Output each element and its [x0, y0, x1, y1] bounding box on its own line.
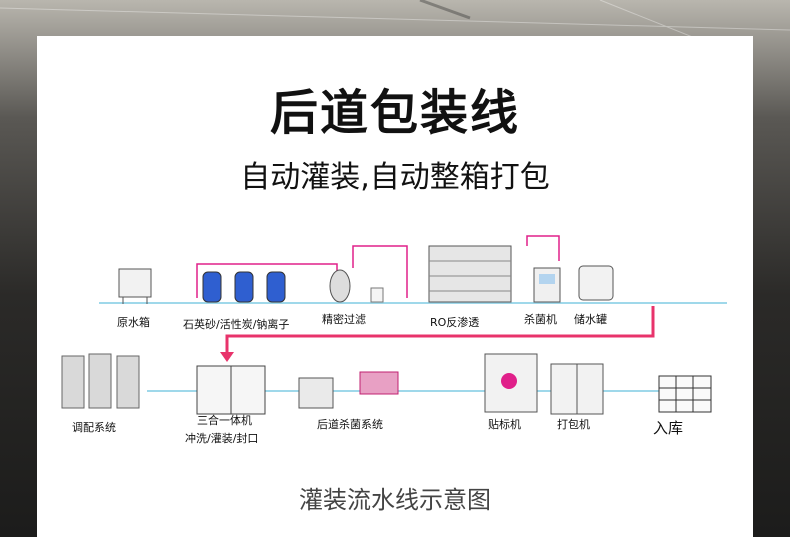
content-card: 后道包装线 自动灌装,自动整箱打包 — [37, 36, 753, 537]
magenta-pipe-2 — [352, 245, 408, 298]
label-post-sterilize: 后道杀菌系统 — [317, 417, 383, 431]
post-sterilizer-icon — [298, 371, 399, 409]
label-ro: RO反渗透 — [430, 315, 479, 329]
labeler-icon — [484, 353, 538, 413]
label-labeler: 贴标机 — [488, 417, 521, 431]
page-subtitle: 自动灌装,自动整箱打包 — [240, 160, 550, 195]
label-packer: 打包机 — [557, 417, 590, 431]
diagram-caption: 灌装流水线示意图 — [299, 486, 491, 514]
label-precision-filter: 精密过滤 — [322, 312, 366, 326]
magenta-pipe-3 — [526, 235, 560, 261]
filter-vessels-icon — [202, 271, 286, 303]
label-filters: 石英砂/活性炭/钠离子 — [183, 317, 289, 331]
label-warehouse: 入库 — [653, 419, 683, 437]
label-filler: 三合一体机 — [197, 413, 252, 427]
label-sterilizer: 杀菌机 — [524, 312, 557, 326]
label-filler-sub: 冲洗/灌装/封口 — [185, 431, 258, 445]
precision-filter-icon — [329, 269, 384, 303]
filler-machine-icon — [196, 365, 266, 415]
warehouse-boxes-icon — [658, 375, 712, 413]
packer-icon — [550, 363, 604, 415]
mixing-system-icon — [61, 353, 140, 409]
storage-tank-icon — [578, 265, 614, 301]
page-title: 后道包装线 — [269, 85, 520, 141]
red-return-pipe — [225, 306, 655, 354]
label-raw-tank: 原水箱 — [117, 315, 150, 329]
raw-tank-icon — [118, 268, 152, 304]
label-mixing: 调配系统 — [72, 421, 116, 434]
filling-line-diagram: 原水箱 石英砂/活性炭/钠离子 精密过滤 RO反渗透 杀菌机 储水罐 调配系统 … — [61, 235, 727, 445]
sterilizer-icon — [533, 267, 561, 303]
ro-unit-icon — [428, 245, 512, 303]
background-sketch — [0, 0, 790, 40]
label-storage-tank: 储水罐 — [574, 312, 607, 326]
flow-arrow — [220, 352, 234, 362]
